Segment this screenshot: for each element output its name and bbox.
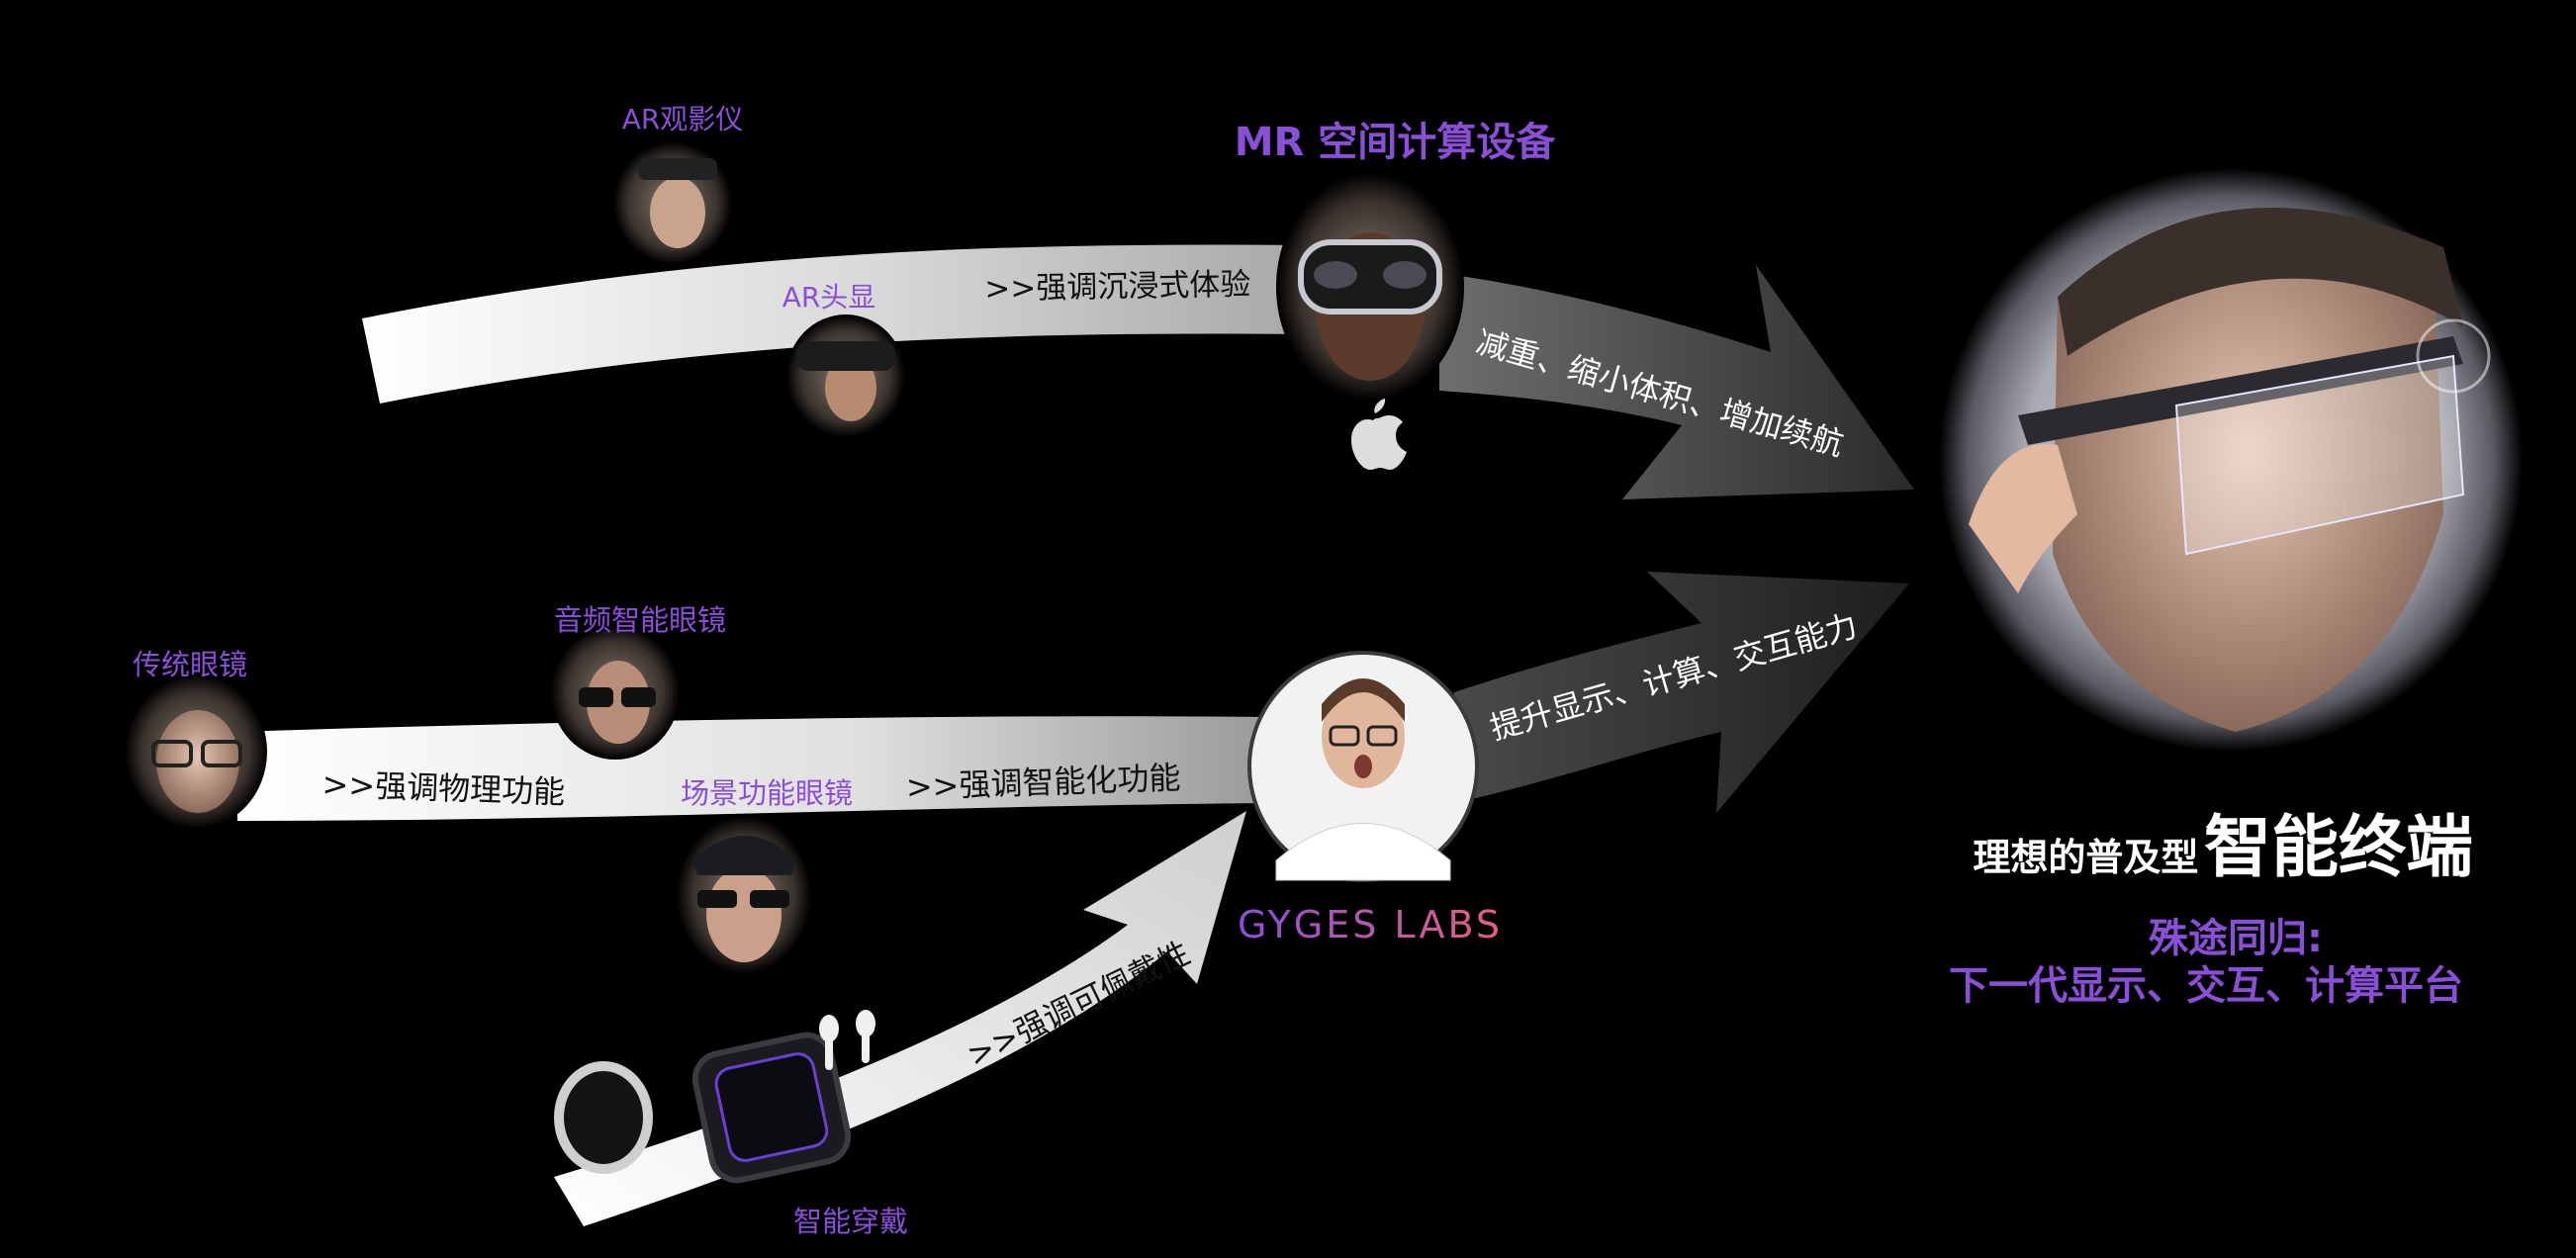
scene-glasses-image bbox=[677, 816, 811, 974]
ideal-terminal-image bbox=[1939, 168, 2523, 752]
audio-glasses-label: 音频智能眼镜 bbox=[554, 603, 726, 637]
wearable-flow-band bbox=[554, 811, 1246, 1226]
ar-headset-label: AR头显 bbox=[782, 281, 876, 314]
traditional-glasses-label: 传统眼镜 bbox=[133, 648, 247, 681]
physical-flow-band bbox=[237, 716, 1266, 821]
smart-wearables-label: 智能穿戴 bbox=[793, 1205, 908, 1238]
conclusion-title: 理想的普及型 智能终端 bbox=[1973, 809, 2473, 887]
brand-label: GYGES LABS bbox=[1238, 903, 1503, 946]
enhance-arrow bbox=[1454, 572, 1909, 813]
ar-viewer-label: AR观影仪 bbox=[622, 103, 744, 135]
gyges-labs-image bbox=[1247, 651, 1479, 882]
mr-device-image bbox=[1276, 173, 1464, 401]
scene-glasses-label: 场景功能眼镜 bbox=[681, 776, 853, 810]
physical-flow-label: >>强调物理功能 bbox=[322, 765, 566, 812]
mr-device-label: MR 空间计算设备 bbox=[1235, 120, 1557, 165]
wearable-flow-label: >>强调可佩戴性 bbox=[961, 934, 1195, 1074]
ar-headset-image bbox=[786, 314, 905, 437]
conclusion-line2: 下一代显示、交互、计算平台 bbox=[1949, 963, 2463, 1009]
audio-glasses-image bbox=[551, 625, 680, 760]
immersive-flow-label: >>强调沉浸式体验 bbox=[984, 267, 1251, 308]
ar-viewer-image bbox=[613, 141, 732, 264]
smart-wearables-image bbox=[554, 1010, 875, 1184]
conclusion-highlight: 智能终端 bbox=[2204, 809, 2473, 887]
reduce-arrow bbox=[1439, 265, 1914, 499]
conclusion-line1: 殊途同归: bbox=[2149, 916, 2323, 961]
conclusion-prefix: 理想的普及型 bbox=[1973, 836, 2198, 879]
traditional-glasses-image bbox=[125, 674, 267, 829]
apple-logo-icon bbox=[1351, 399, 1407, 470]
